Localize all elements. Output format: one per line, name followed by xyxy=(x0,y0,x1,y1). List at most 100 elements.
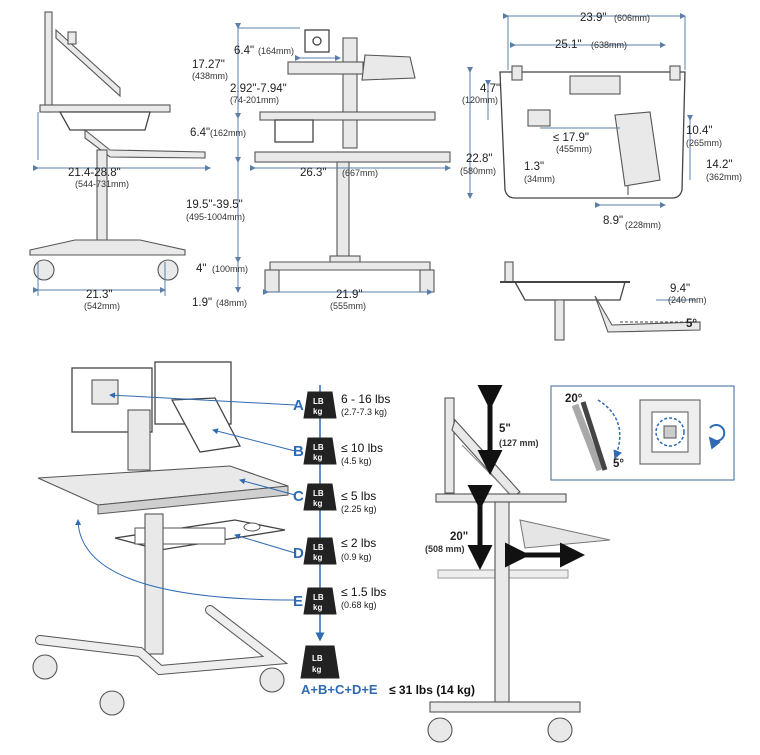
front-top-height-mm: (438mm) xyxy=(192,71,228,81)
top-right-b-mm: (362mm) xyxy=(706,172,742,182)
adjust-view: 5" (127 mm) 20" (508 mm) xyxy=(425,385,611,743)
load-total: LB kg A+B+C+D+E ≤ 31 lbs (14 kg) xyxy=(300,645,475,697)
top-bottom: 8.9" xyxy=(603,215,623,227)
weight-unit-lb: LB xyxy=(313,489,324,498)
top-right-a-mm: (265mm) xyxy=(686,138,722,148)
top-width-mm: (606mm) xyxy=(614,13,650,23)
load-diagram xyxy=(32,361,325,716)
total-value: ≤ 31 lbs (14 kg) xyxy=(389,683,475,697)
front-top-height: 17.27" xyxy=(192,59,225,71)
load-item-a: A LB kg 6 - 16 lbs (2.7-7.3 kg) xyxy=(293,391,390,419)
weight-unit-lb: LB xyxy=(313,593,324,602)
top-right-b: 14.2" xyxy=(706,159,732,171)
weight-icon xyxy=(300,645,340,679)
top-small: 1.3" xyxy=(524,161,544,173)
load-item-d: D LB kg ≤ 2 lbs (0.9 kg) xyxy=(293,536,376,565)
travel-height: 20" xyxy=(450,531,468,543)
load-value: 6 - 16 lbs xyxy=(341,392,390,406)
load-value: ≤ 1.5 lbs xyxy=(341,585,386,599)
weight-icon xyxy=(303,483,337,511)
top-swing: ≤ 17.9" xyxy=(553,132,589,144)
weight-unit-lb: LB xyxy=(312,654,323,663)
load-metric: (4.5 kg) xyxy=(341,456,372,466)
front-base-width-mm: (555mm) xyxy=(330,301,366,311)
weight-unit-lb: LB xyxy=(313,543,324,552)
load-letter: D xyxy=(293,545,304,562)
travel-height-mm: (508 mm) xyxy=(425,544,465,554)
keyboard-depth: 9.4" xyxy=(670,283,690,295)
load-list: A LB kg 6 - 16 lbs (2.7-7.3 kg) B LB kg … xyxy=(293,391,475,697)
load-metric: (0.68 kg) xyxy=(341,600,377,610)
load-metric: (2.7-7.3 kg) xyxy=(341,407,387,417)
weight-unit-lb: LB xyxy=(313,397,324,406)
front-tray-height-mm: (162mm) xyxy=(210,128,246,138)
rotation-detail: 20° 5° xyxy=(550,385,735,481)
front-base-height-mm: (100mm) xyxy=(212,264,248,274)
top-swing-mm: (455mm) xyxy=(556,144,592,154)
weight-unit-kg: kg xyxy=(313,603,322,612)
front-surface-width: 26.3" xyxy=(300,167,326,179)
load-letter: A xyxy=(293,397,304,414)
top-view: 23.9" (606mm) 25.1" (638mm) 4.7" (120mm)… xyxy=(460,12,742,230)
front-tray-height: 6.4" xyxy=(190,127,210,139)
lift-height-mm: (127 mm) xyxy=(499,438,539,448)
front-height-range: 19.5"-39.5" xyxy=(186,199,243,211)
load-value: ≤ 10 lbs xyxy=(341,441,383,455)
load-letter: B xyxy=(293,443,304,460)
side-base-width-mm: (542mm) xyxy=(84,301,120,311)
front-height-range-mm: (495-1004mm) xyxy=(186,212,245,222)
weight-unit-kg: kg xyxy=(313,453,322,462)
front-surface-width-mm: (667mm) xyxy=(342,168,378,178)
side-width-range: 21.4-28.8" xyxy=(68,167,121,179)
front-caster-height-mm: (48mm) xyxy=(216,298,247,308)
side-base-width: 21.3" xyxy=(86,289,112,301)
load-metric: (2.25 kg) xyxy=(341,504,377,514)
load-item-b: B LB kg ≤ 10 lbs (4.5 kg) xyxy=(293,437,383,466)
top-depth-mm: (580mm) xyxy=(460,166,496,176)
top-depth: 22.8" xyxy=(466,153,492,165)
keyboard-tilt: 5° xyxy=(686,318,697,330)
weight-unit-kg: kg xyxy=(313,553,322,562)
tilt-back-angle: 20° xyxy=(565,393,583,405)
weight-unit-kg: kg xyxy=(313,407,322,416)
tilt-forward-angle: 5° xyxy=(613,458,624,470)
weight-icon xyxy=(303,537,337,565)
load-metric: (0.9 kg) xyxy=(341,552,372,562)
weight-unit-kg: kg xyxy=(312,665,321,674)
front-view: 17.27" (438mm) 6.4" (164mm) 2.92"-7.94" … xyxy=(186,23,451,311)
weight-unit-lb: LB xyxy=(313,443,324,452)
load-value: ≤ 5 lbs xyxy=(341,489,376,503)
top-right-a: 10.4" xyxy=(686,125,712,137)
front-caster-height: 1.9" xyxy=(192,297,212,309)
front-adjust-range: 2.92"-7.94" xyxy=(230,83,287,95)
side-view: 21.4-28.8" (544-731mm) 21.3" (542mm) xyxy=(29,11,211,311)
front-base-width: 21.9" xyxy=(336,289,362,301)
front-holder-width-mm: (164mm) xyxy=(258,46,294,56)
weight-icon xyxy=(303,437,337,465)
top-offset-mm: (120mm) xyxy=(462,95,498,105)
load-letter: E xyxy=(293,593,303,610)
front-base-height: 4" xyxy=(196,263,206,275)
weight-unit-kg: kg xyxy=(313,499,322,508)
top-inner-width-mm: (638mm) xyxy=(591,40,627,50)
top-offset: 4.7" xyxy=(480,83,500,95)
weight-icon xyxy=(303,587,337,615)
top-small-mm: (34mm) xyxy=(524,174,555,184)
top-inner-width: 25.1" xyxy=(555,39,581,51)
top-width: 23.9" xyxy=(580,12,606,24)
keyboard-detail: 9.4" (240 mm) 5° xyxy=(500,261,707,341)
load-item-e: E LB kg ≤ 1.5 lbs (0.68 kg) xyxy=(293,585,386,615)
load-value: ≤ 2 lbs xyxy=(341,536,376,550)
lift-height: 5" xyxy=(499,423,511,435)
side-width-range-mm: (544-731mm) xyxy=(75,179,129,189)
front-adjust-range-mm: (74-201mm) xyxy=(230,95,279,105)
top-bottom-mm: (228mm) xyxy=(625,220,661,230)
front-holder-width: 6.4" xyxy=(234,45,254,57)
total-formula: A+B+C+D+E xyxy=(301,682,378,697)
keyboard-depth-mm: (240 mm) xyxy=(668,295,707,305)
weight-icon xyxy=(303,391,337,419)
load-letter: C xyxy=(293,488,304,505)
load-item-c: C LB kg ≤ 5 lbs (2.25 kg) xyxy=(293,483,377,514)
rotate-icon xyxy=(708,424,726,450)
